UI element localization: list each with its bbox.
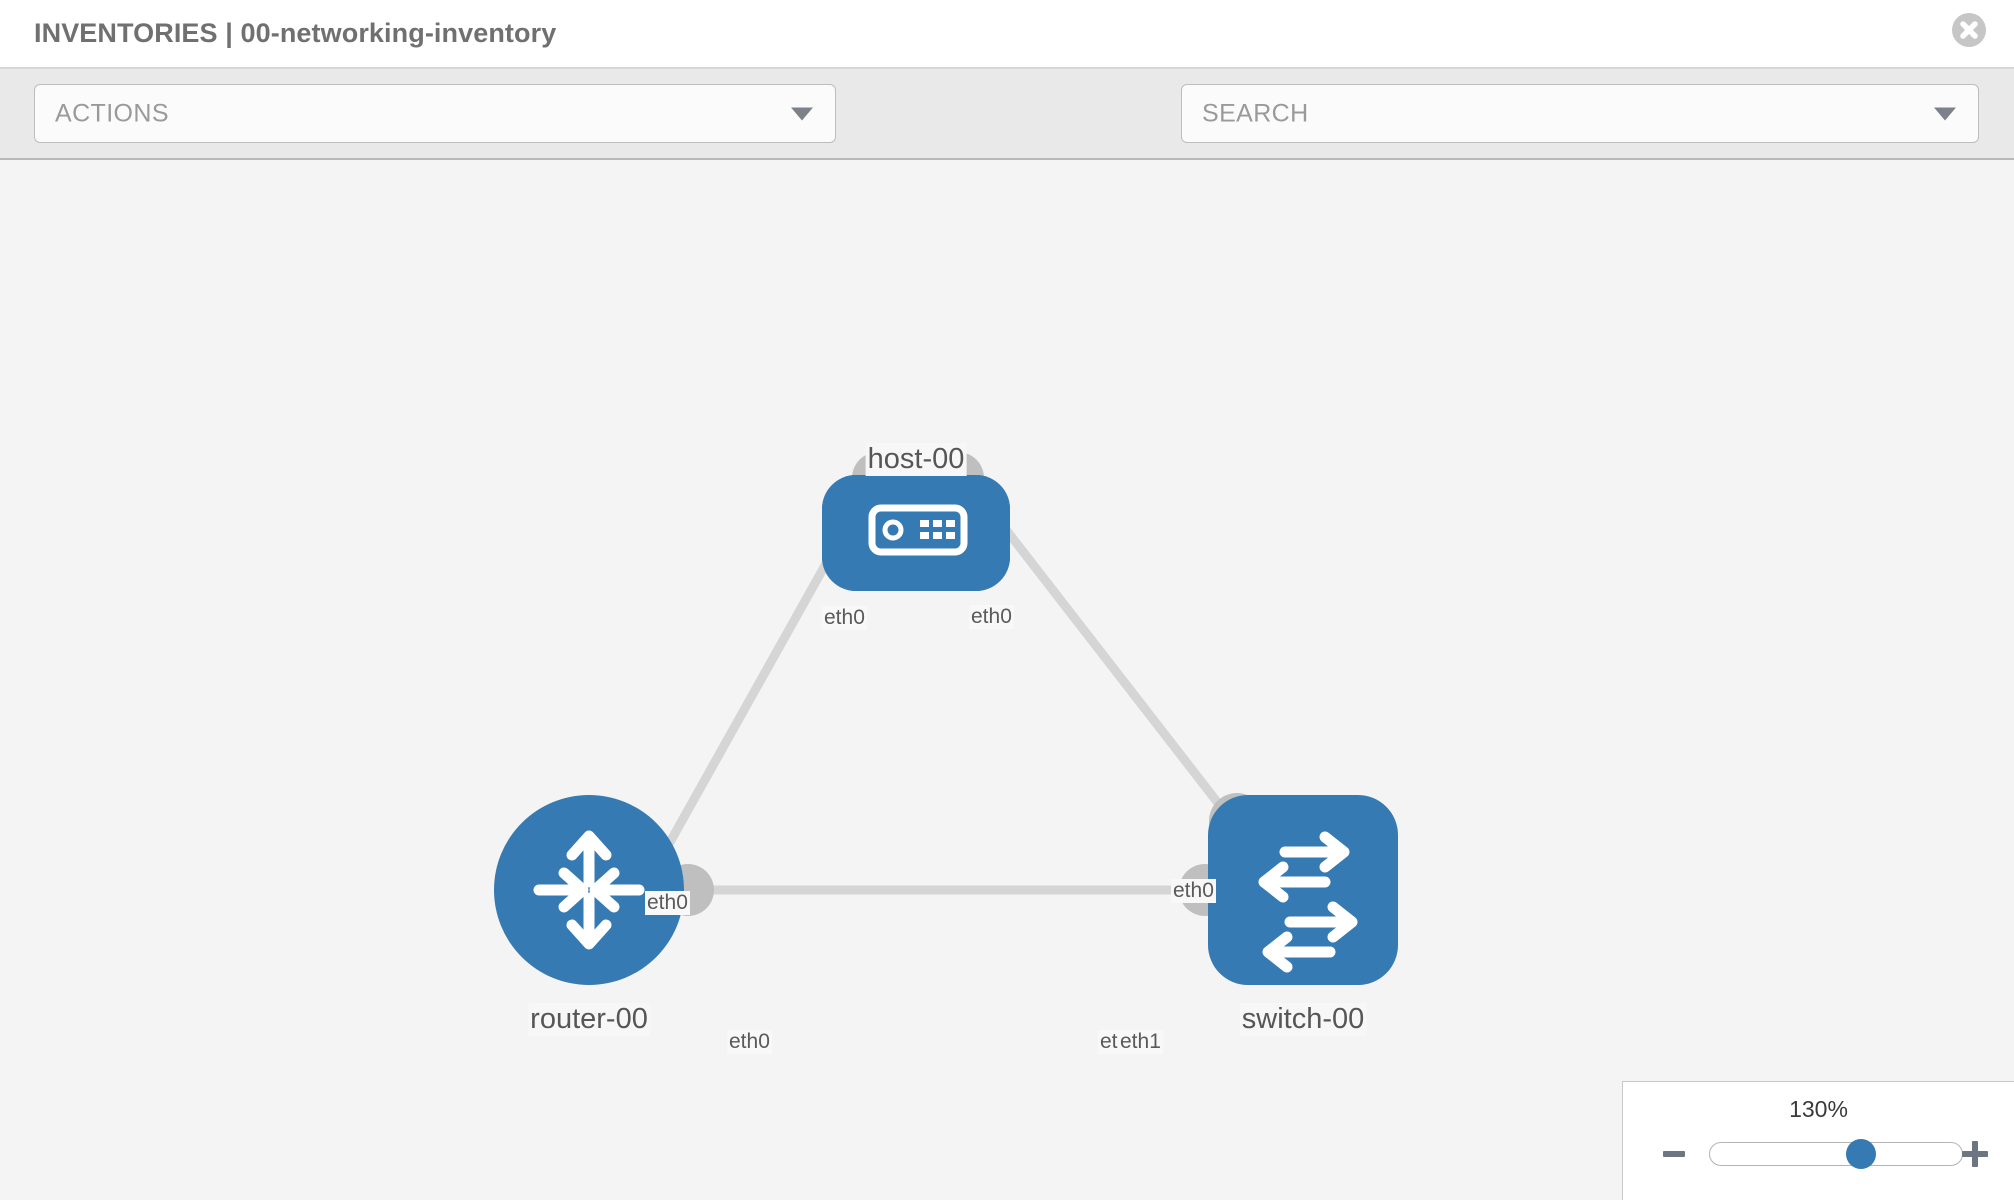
page-title: INVENTORIES | 00-networking-inventory — [34, 18, 557, 48]
zoom-control-panel: 130% — [1622, 1081, 2014, 1200]
iface-label-router-eth0-right: eth0 — [727, 1030, 772, 1054]
router-arrows-icon — [533, 830, 645, 950]
search-placeholder: SEARCH — [1202, 99, 1309, 127]
node-label-router-00[interactable]: router-00 — [528, 1003, 650, 1036]
topology-canvas[interactable]: host-00 router-00 switch-00 eth0 eth0 et… — [0, 160, 2014, 1200]
window-header: INVENTORIES | 00-networking-inventory — [0, 0, 2014, 69]
zoom-slider-track[interactable] — [1709, 1139, 1963, 1169]
zoom-slider-thumb[interactable] — [1846, 1139, 1877, 1169]
server-device-icon — [868, 504, 968, 556]
iface-label-switch-eth1-left: eth1 — [1118, 1030, 1163, 1054]
zoom-level-value: 130% — [1789, 1096, 1848, 1122]
search-input[interactable]: SEARCH — [1181, 84, 1979, 143]
iface-label-router-eth0-up: eth0 — [645, 891, 690, 915]
iface-label-host-eth0-left: eth0 — [822, 606, 867, 630]
chevron-down-icon[interactable] — [1934, 107, 1956, 120]
node-host-00 — [822, 475, 1010, 591]
iface-label-host-eth0-right: eth0 — [969, 605, 1014, 629]
actions-dropdown-label: ACTIONS — [55, 99, 169, 127]
iface-label-switch-eth0-up: eth0 — [1171, 879, 1216, 903]
node-router-00 — [494, 795, 684, 985]
switch-arrows-icon — [1258, 831, 1358, 973]
node-label-host-00[interactable]: host-00 — [865, 443, 967, 476]
node-label-switch-00[interactable]: switch-00 — [1239, 1003, 1367, 1036]
chevron-down-icon — [791, 107, 813, 120]
node-switch-00 — [1208, 795, 1398, 985]
close-icon[interactable] — [1952, 13, 1986, 47]
toolbar: ACTIONS SEARCH — [0, 69, 2014, 193]
topology-graph — [494, 452, 1398, 985]
actions-dropdown[interactable]: ACTIONS — [34, 84, 836, 143]
minus-icon[interactable] — [1663, 1151, 1685, 1157]
plus-icon[interactable] — [1962, 1141, 1988, 1167]
zoom-slider-row — [1623, 1134, 2014, 1174]
